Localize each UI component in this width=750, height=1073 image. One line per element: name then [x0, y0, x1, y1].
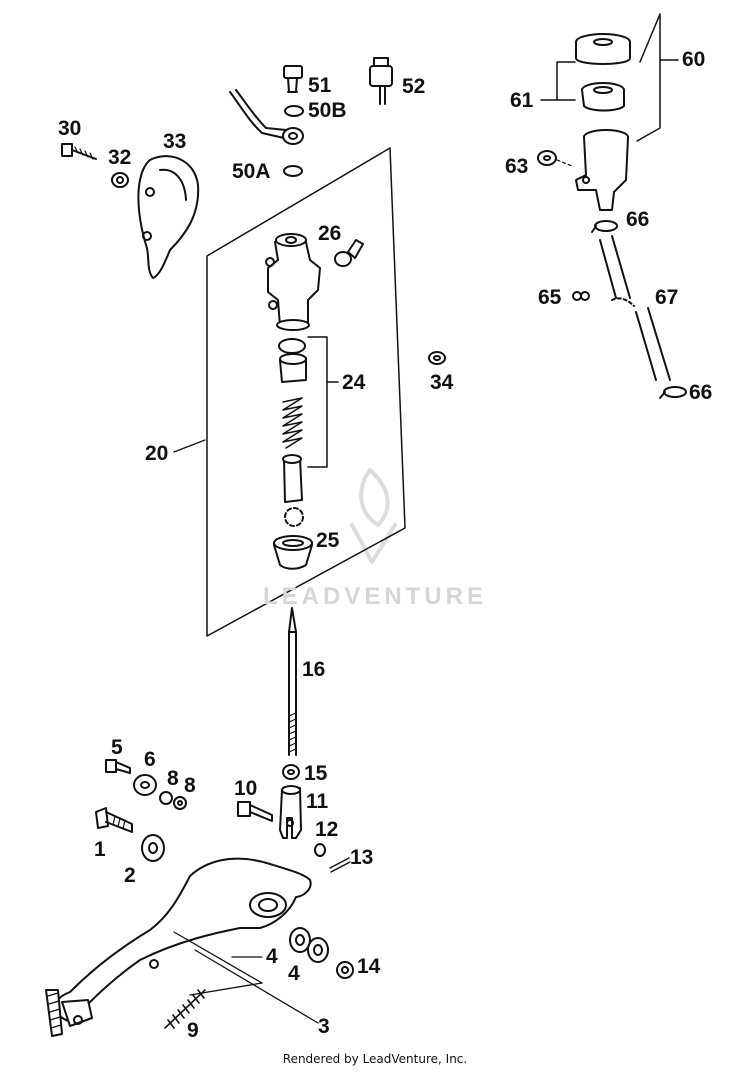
callout-15: 15 — [304, 762, 328, 785]
nut-8 — [173, 796, 187, 810]
callout-67: 67 — [655, 286, 678, 309]
callout-33: 33 — [163, 130, 186, 153]
piston-sleeve — [279, 353, 307, 383]
diaphragm-61 — [581, 82, 625, 112]
callout-5: 5 — [111, 736, 123, 759]
clip-65 — [572, 291, 590, 301]
piston — [282, 454, 303, 503]
washer-8 — [159, 791, 173, 805]
callout-4b: 4 — [288, 962, 300, 985]
nut-32 — [111, 172, 129, 188]
callout-20: 20 — [145, 442, 168, 465]
bushing-2 — [141, 834, 165, 862]
footer-credit: Rendered by LeadVenture, Inc. — [282, 1052, 468, 1066]
spring-9 — [164, 989, 206, 1029]
bearing-4b — [307, 937, 329, 963]
spring — [282, 397, 303, 449]
bracket-60 — [636, 13, 661, 142]
callout-65: 65 — [538, 286, 562, 309]
callout-66-lower: 66 — [689, 381, 712, 404]
callout-24: 24 — [342, 371, 366, 394]
callout-3: 3 — [318, 1015, 330, 1038]
bolt-30 — [61, 143, 97, 160]
cylinder-group-frame — [206, 147, 406, 637]
brake-pedal-3 — [45, 857, 312, 1037]
circlip — [284, 507, 304, 527]
push-rod-16 — [288, 607, 297, 756]
callout-9: 9 — [187, 1019, 199, 1042]
callout-61: 61 — [510, 89, 534, 112]
clevis-11 — [279, 785, 302, 839]
bolt-1 — [95, 807, 133, 833]
callout-50b: 50B — [308, 99, 347, 122]
screw-63 — [537, 150, 557, 166]
watermark-logo — [350, 468, 397, 564]
callout-25: 25 — [316, 529, 340, 552]
clamp-66-upper — [591, 220, 618, 233]
callout-1: 1 — [94, 838, 106, 861]
bleeder-52 — [369, 57, 393, 105]
bushing-6 — [133, 774, 157, 796]
callout-4a: 4 — [266, 945, 278, 968]
leader-lines — [173, 439, 319, 1024]
callout-14: 14 — [357, 955, 381, 978]
washer-12 — [314, 843, 326, 857]
callout-34: 34 — [430, 371, 454, 394]
callout-labels: 30 32 33 51 50B 52 50A 60 61 63 66 65 67… — [58, 48, 712, 1042]
reservoir-body — [575, 129, 629, 211]
callout-50a: 50A — [232, 160, 271, 183]
bearing-4a — [289, 927, 311, 953]
bracket-24 — [307, 336, 328, 468]
banjo-bolt-51 — [283, 65, 303, 93]
nut-15 — [282, 764, 300, 780]
callout-11: 11 — [306, 790, 329, 813]
callout-12: 12 — [315, 818, 338, 841]
clamp-66-lower — [659, 386, 687, 399]
callout-30: 30 — [58, 117, 81, 140]
washer-14 — [336, 961, 354, 979]
reservoir-cap-60 — [575, 33, 631, 65]
washer-50b — [284, 105, 304, 117]
dust-boot-25 — [273, 535, 313, 570]
fitting-26 — [334, 239, 364, 267]
callout-63: 63 — [505, 155, 528, 178]
bolt-5 — [105, 759, 131, 774]
callout-13: 13 — [350, 846, 373, 869]
callout-8a: 8 — [167, 767, 179, 790]
hose-67 — [599, 235, 671, 381]
o-ring — [278, 338, 306, 354]
guard-33 — [137, 155, 200, 279]
callout-2: 2 — [124, 864, 136, 887]
callout-26: 26 — [318, 222, 341, 245]
watermark-text: LEADVENTURE — [263, 583, 487, 610]
callout-51: 51 — [308, 74, 332, 97]
washer-50a — [283, 165, 303, 177]
brake-hose — [229, 89, 304, 145]
nut-34 — [428, 351, 446, 365]
callout-66-upper: 66 — [626, 208, 649, 231]
master-cylinder-body — [265, 233, 321, 331]
callout-10: 10 — [234, 777, 257, 800]
callout-6: 6 — [144, 748, 156, 771]
callout-16: 16 — [302, 658, 325, 681]
clevis-pin-10 — [237, 801, 273, 822]
callout-60: 60 — [682, 48, 705, 71]
callout-32: 32 — [108, 146, 131, 169]
callout-8b: 8 — [184, 774, 196, 797]
bracket-61 — [556, 61, 576, 101]
callout-52: 52 — [402, 75, 425, 98]
split-pin-13 — [329, 857, 351, 873]
